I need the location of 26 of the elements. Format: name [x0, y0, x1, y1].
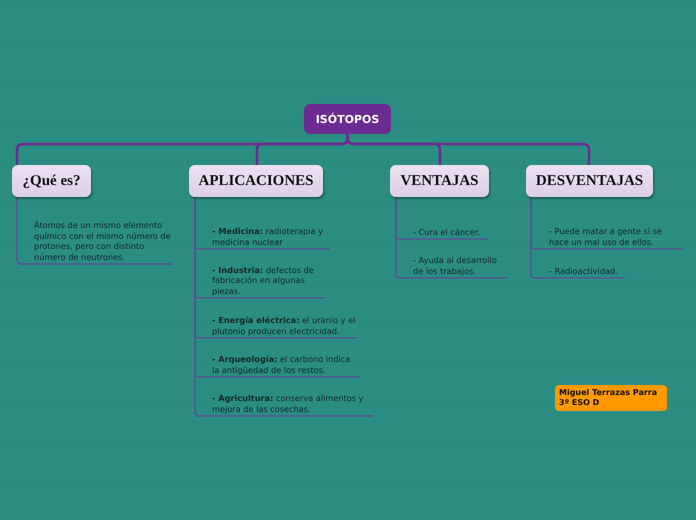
node-text: - Industria: defectos de fabricación en algunas piezas.: [212, 264, 315, 296]
node-text: - Ayuda al desarrollo de los trabajos.: [413, 255, 498, 276]
author-note: [555, 385, 667, 411]
node-text: - Agricultura: conserva alimentos y mejora de las cosechas.: [212, 393, 364, 414]
connector-line: [346, 134, 590, 165]
node-text: DESVENTAJAS: [536, 172, 644, 190]
connector-line: [395, 197, 507, 279]
node-text: - Energía eléctrica: el uranio y el plutonio producen electricidad.: [212, 315, 356, 336]
node-text: ISÓTOPOS: [316, 112, 380, 126]
node-text: - Arqueología: el carbono indica la antigüedad de los restos.: [212, 354, 352, 375]
node-text: - Radioactividad.: [549, 266, 618, 276]
node-text: - Puede matar a gente si se hace un mal uso de ellos.: [549, 226, 663, 247]
branch-box: [526, 165, 653, 197]
branch-box: [189, 165, 323, 197]
node-text: Átomos de un mismo elemento químico con el mismo número de protones, pero con distinto número de neutrones.: [34, 220, 172, 262]
branch-box: [12, 165, 91, 197]
node-text: Miguel Terrazas Parra 3º ESO D: [559, 388, 658, 408]
node-text: - Medicina: radioterapia y medicina nuclear: [212, 226, 324, 247]
node-text: ¿Qué es?: [22, 172, 80, 190]
connector-line: [530, 197, 625, 279]
topic-box: [304, 104, 391, 134]
connector-line: [16, 197, 172, 265]
branch-box: [390, 165, 489, 197]
node-text: VENTAJAS: [400, 172, 479, 190]
node-text: - Cura el cáncer.: [413, 226, 480, 237]
node-text: APLICACIONES: [198, 172, 314, 190]
